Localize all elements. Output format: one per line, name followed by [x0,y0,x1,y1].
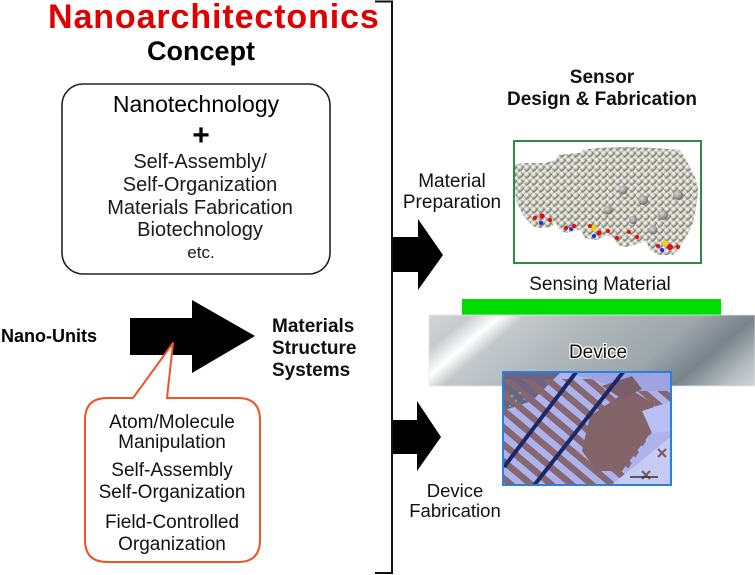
material-preparation-label: Material [418,170,486,192]
callout-item: Self-Organization [98,481,246,503]
device-label: Device [568,341,628,363]
material-preparation-label: Preparation [402,191,502,213]
plus-sign: + [192,119,210,152]
section-bracket [375,0,393,574]
nano-units-label: Nano-Units [1,325,97,346]
device-micrograph-image [502,371,672,486]
callout-item: Atom/Molecule [109,411,235,433]
molecule-image-border [513,140,702,264]
material-preparation-arrow [393,219,443,290]
concept-box [61,83,331,275]
sensing-material-layer [462,299,721,315]
output-label: Materials [272,315,355,337]
callout-item: Field-Controlled [104,511,240,533]
callout-item: Organization [118,533,226,555]
sensor-subheading: Design & Fabrication [506,88,698,110]
output-label: Systems [272,359,351,381]
device-fabrication-arrow [393,401,441,471]
sensor-heading: Sensor [569,66,635,88]
heteroatom-markers [532,213,681,252]
electrode-line [531,371,626,486]
gray-atom-cluster [603,185,683,235]
device-fabrication-label: Device [426,479,484,501]
device-fabrication-label: Fabrication [409,499,501,521]
device-image-border [502,371,672,486]
callout-item: Self-Assembly [111,459,233,481]
molecular-model-image [513,140,702,264]
concept-box-heading: Nanotechnology [112,91,280,117]
sensing-material-label: Sensing Material [529,273,671,295]
diagram-subtitle: Concept [147,36,255,66]
electrode-line [502,371,579,469]
concept-etc: etc. [187,242,215,262]
concept-item: Materials Fabrication [107,197,293,220]
callout-item: Manipulation [118,431,226,453]
methods-callout-bubble [84,342,261,563]
concept-item: Self-Assembly/ [133,151,267,174]
diagram-title: Nanoarchitectonics [48,0,380,36]
output-label: Structure [272,337,357,359]
concept-item: Biotechnology [137,219,263,242]
concept-item: Self-Organization [122,174,278,197]
main-flow-arrow [130,300,255,373]
